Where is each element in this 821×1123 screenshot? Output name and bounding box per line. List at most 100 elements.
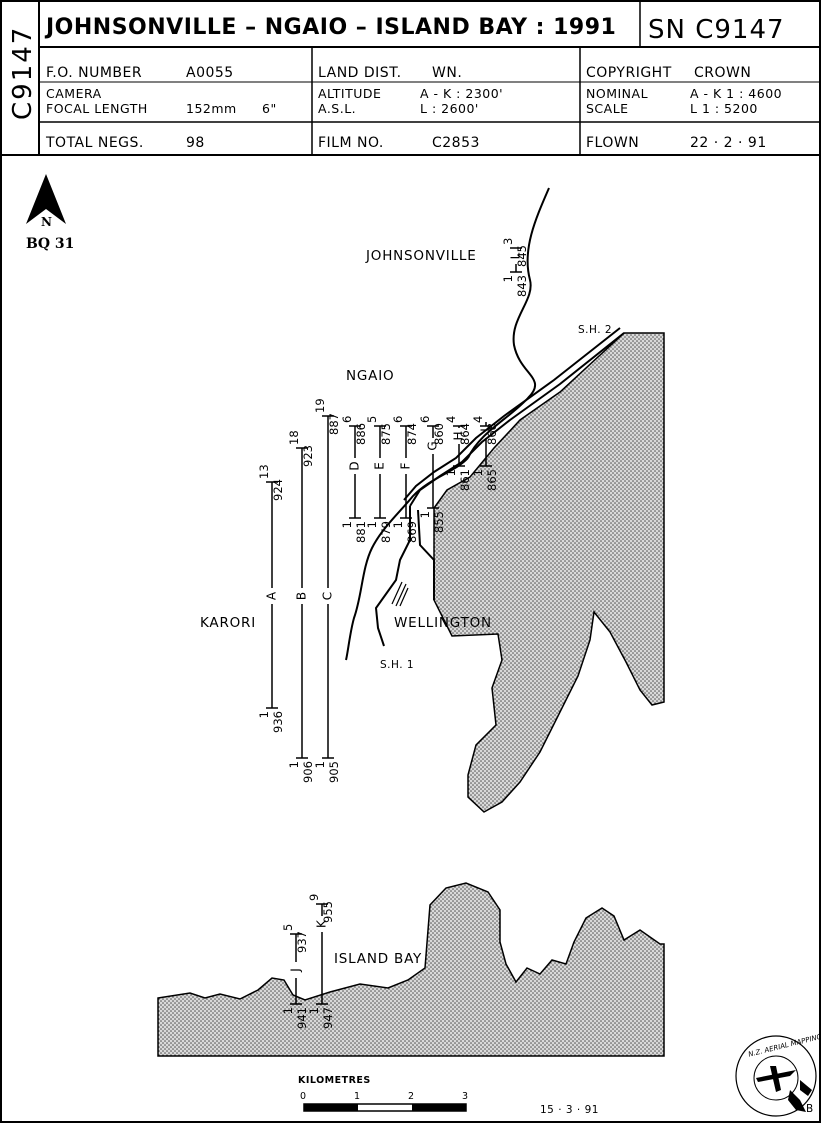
run-top-frame: 923 [301,445,315,467]
altitude-label: ALTITUDE [318,86,381,101]
copyright-label: COPYRIGHT [586,65,672,81]
run-bottom-count: 1 [391,521,405,528]
run-letter: B [295,592,309,600]
run-letter: L [509,252,523,259]
place-johnsonville: JOHNSONVILLE [365,248,477,264]
run-bottom-frame: 843 [515,275,529,297]
run-bottom-frame: 881 [354,521,368,543]
place-island-bay: ISLAND BAY [334,951,422,967]
run-letter: H [452,431,466,440]
run-bottom-count: 1 [418,511,432,518]
run-bottom-count: 1 [444,469,458,476]
run-top-frame: 868 [485,423,499,445]
date-stamp: 15 · 3 · 91 [540,1104,599,1116]
scale-tick-3: 3 [462,1091,469,1102]
label-sh1: S.H. 1 [380,659,414,671]
run-bottom-count: 1 [307,1007,321,1014]
land-district-label: LAND DIST. [318,65,402,81]
run-letter: F [399,462,413,469]
camera-label: CAMERA [46,86,102,101]
total-negs-value: 98 [186,135,205,151]
label-sh2: S.H. 2 [578,324,612,336]
run-top-frame: 860 [432,423,446,445]
run-bottom-count: 1 [365,521,379,528]
logo-corner-letter: B [806,1103,814,1115]
place-wellington: WELLINGTON [394,615,492,631]
run-top-count: 3 [501,238,515,245]
map-title: JOHNSONVILLE – NGAIO – ISLAND BAY : 1991 [44,15,616,40]
focal-length-label: FOCAL LENGTH [46,101,148,116]
scale-bar-title: KILOMETRES [298,1075,371,1086]
harbour-shaded-area [433,332,665,813]
run-top-frame: 955 [321,901,335,923]
place-karori: KARORI [200,615,256,631]
run-top-count: 6 [340,416,354,423]
run-top-count: 5 [365,416,379,423]
run-letter: I [479,428,493,432]
run-top-count: 6 [391,416,405,423]
nominal-scale-a-k: A - K 1 : 4600 [690,86,782,101]
run-top-frame: 864 [458,423,472,445]
scale-tick-2: 2 [408,1091,415,1102]
sortie-number: SN C9147 [648,15,785,45]
land-district-value: WN. [432,65,462,81]
state-highway-2 [403,327,625,507]
run-letter: G [426,441,440,450]
run-letter: J [289,968,303,973]
run-bottom-count: 1 [281,1007,295,1014]
scale-tick-1: 1 [354,1091,361,1102]
run-top-frame: 845 [515,245,529,267]
run-top-count: 18 [287,430,301,445]
island-bay-shaded-area [157,882,665,1057]
run-top-count: 9 [307,894,321,901]
film-number-value: C2853 [432,135,480,151]
run-letter: E [373,462,387,470]
run-bottom-frame: 941 [295,1007,309,1029]
run-top-frame: 875 [379,423,393,445]
sheet-reference: BQ 31 [26,236,74,252]
run-letter: C [321,592,335,600]
run-top-count: 13 [257,464,271,479]
fo-number-label: F.O. NUMBER [46,65,142,81]
run-top-count: 19 [313,398,327,413]
asl-label: A.S.L. [318,101,356,116]
run-bottom-count: 1 [287,761,301,768]
run-bottom-frame: 947 [321,1007,335,1029]
nominal-label: NOMINAL [586,86,648,101]
altitude-l: L : 2600' [420,101,479,116]
run-bottom-count: 1 [340,521,354,528]
run-bottom-frame: 855 [432,511,446,533]
run-bottom-frame: 906 [301,761,315,783]
run-bottom-count: 1 [501,275,515,282]
run-bottom-frame: 905 [327,761,341,783]
run-top-count: 6 [418,416,432,423]
scale-tick-0: 0 [300,1091,307,1102]
flown-label: FLOWN [586,135,639,151]
state-highway-1 [374,506,435,647]
scale-label: SCALE [586,101,629,116]
nominal-scale-l: L 1 : 5200 [690,101,758,116]
run-top-count: 4 [444,416,458,423]
run-bottom-frame: 869 [405,521,419,543]
fo-number-value: A0055 [186,65,234,81]
film-number-label: FILM NO. [318,135,384,151]
run-letter: K [315,919,329,928]
reclamation-hatching [391,581,409,607]
run-top-count: 4 [471,416,485,423]
run-top-frame: 886 [354,423,368,445]
side-sheet-code: C9147 [8,26,38,120]
run-bottom-frame: 865 [485,469,499,491]
run-bottom-frame: 879 [379,521,393,543]
